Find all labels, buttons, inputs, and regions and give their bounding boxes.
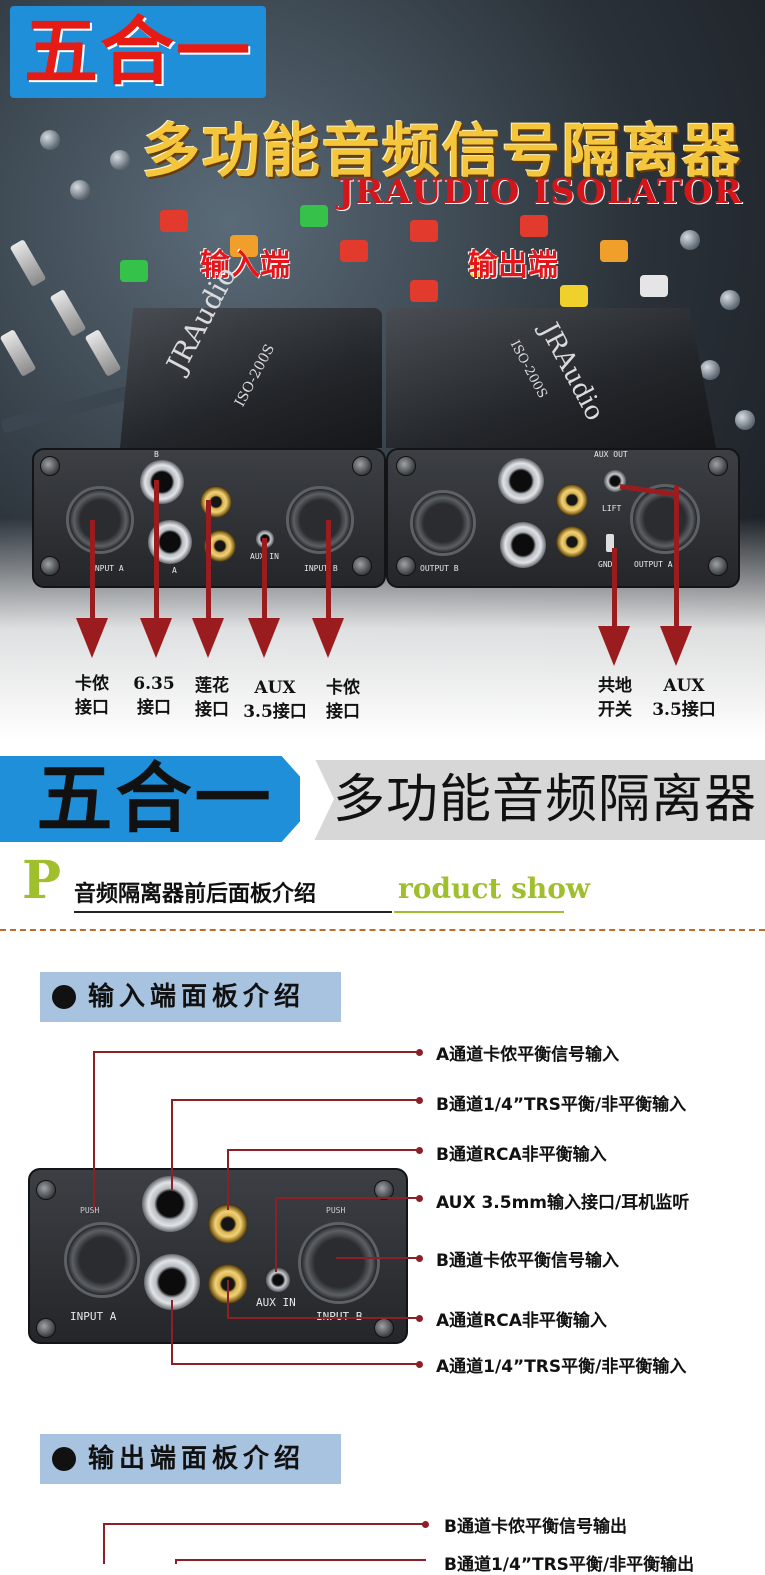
bullet-icon bbox=[52, 985, 76, 1009]
callout-out-b-trs: B通道1/4”TRS平衡/非平衡输出 bbox=[444, 1555, 695, 1575]
label-ch-b: B bbox=[154, 450, 159, 459]
input-callout-lines bbox=[93, 1051, 420, 1365]
rca-output-a bbox=[556, 526, 588, 558]
jack-output-b bbox=[498, 458, 544, 504]
callout-a-xlr: A通道卡侬平衡信号输入 bbox=[436, 1045, 620, 1065]
label-aux-out: AUX OUT bbox=[594, 450, 628, 459]
hero-banner: 五合一 多功能音频信号隔离器 JRAUDIO ISOLATOR 输入端 输出端 … bbox=[0, 0, 765, 740]
product-show-letter: P bbox=[22, 850, 62, 911]
output-callout-lines bbox=[103, 1523, 426, 1564]
label-gnd: GND bbox=[598, 560, 613, 569]
bullet-icon bbox=[52, 1447, 76, 1471]
rca-input-b bbox=[200, 486, 232, 518]
callout-b-trs: B通道1/4”TRS平衡/非平衡输入 bbox=[436, 1095, 687, 1115]
xlr-output-b bbox=[410, 490, 476, 556]
callout-b-rca: B通道RCA非平衡输入 bbox=[436, 1145, 607, 1165]
hero-subtitle: JRAUDIO ISOLATOR bbox=[338, 172, 743, 212]
hero-title: 多功能音频信号隔离器 bbox=[142, 117, 743, 185]
label-lift: LIFT bbox=[602, 504, 622, 513]
label-input-b: INPUT B bbox=[304, 564, 338, 573]
badge-text: 五合一 bbox=[24, 9, 252, 95]
output-side-label: 输出端 bbox=[468, 248, 558, 283]
diagram-rca-b bbox=[208, 1204, 248, 1244]
diagram-xlr-b bbox=[298, 1222, 380, 1304]
product-show-title: 音频隔离器前后面板介绍 bbox=[74, 882, 317, 907]
dashed-divider bbox=[0, 929, 765, 931]
xlr-output-a bbox=[630, 484, 700, 554]
port-label-xlr-a: 卡侬接口 bbox=[75, 674, 109, 718]
diagram-label-input-b: INPUT B bbox=[316, 1310, 363, 1323]
input-section-title: 输入端面板介绍 bbox=[88, 982, 306, 1012]
output-section-heading: 输出端面板介绍 bbox=[40, 1434, 341, 1484]
port-label-rca: 莲花接口 bbox=[195, 676, 229, 720]
banner-badge: 五合一 bbox=[36, 754, 274, 843]
diagram-aux-in bbox=[266, 1268, 290, 1292]
port-label-ground: 共地开关 bbox=[598, 676, 632, 720]
callout-b-xlr: B通道卡侬平衡信号输入 bbox=[436, 1251, 619, 1271]
callout-out-b-xlr: B通道卡侬平衡信号输出 bbox=[444, 1517, 627, 1537]
rca-output-b bbox=[556, 484, 588, 516]
ground-lift-switch[interactable] bbox=[606, 534, 614, 552]
label-ch-a: A bbox=[172, 566, 177, 575]
diagram-label-aux-in: AUX IN bbox=[256, 1296, 296, 1309]
port-label-xlr-b: 卡侬接口 bbox=[326, 678, 360, 722]
title-underline bbox=[74, 911, 392, 913]
badge-background bbox=[10, 6, 266, 98]
xlr-input-b bbox=[286, 486, 354, 554]
input-section-heading: 输入端面板介绍 bbox=[40, 972, 341, 1022]
banner-badge-bg bbox=[0, 756, 320, 842]
banner-title: 多功能音频隔离器 bbox=[332, 770, 757, 830]
diagram-label-input-a: INPUT A bbox=[70, 1310, 117, 1323]
xlr-input-a bbox=[66, 486, 134, 554]
label-output-b: OUTPUT B bbox=[420, 564, 459, 573]
jack-input-b bbox=[140, 460, 184, 504]
push-label-b: PUSH bbox=[326, 1206, 346, 1215]
output-section-title: 输出端面板介绍 bbox=[88, 1444, 306, 1474]
callout-aux: AUX 3.5mm输入接口/耳机监听 bbox=[436, 1193, 690, 1213]
jack-output-a bbox=[500, 522, 546, 568]
label-input-a: INPUT A bbox=[90, 564, 124, 573]
product-show-subtitle: roduct show bbox=[398, 872, 590, 905]
callout-a-rca: A通道RCA非平衡输入 bbox=[436, 1311, 607, 1331]
push-label-a: PUSH bbox=[80, 1206, 100, 1215]
diagram-xlr-a bbox=[64, 1222, 140, 1298]
label-output-a: OUTPUT A bbox=[634, 560, 673, 569]
diagram-jack-b bbox=[142, 1176, 198, 1232]
callout-a-trs: A通道1/4”TRS平衡/非平衡输入 bbox=[436, 1357, 687, 1377]
input-side-label: 输入端 bbox=[200, 248, 290, 283]
banner-title-bg bbox=[312, 760, 765, 840]
subtitle-underline bbox=[394, 911, 564, 913]
